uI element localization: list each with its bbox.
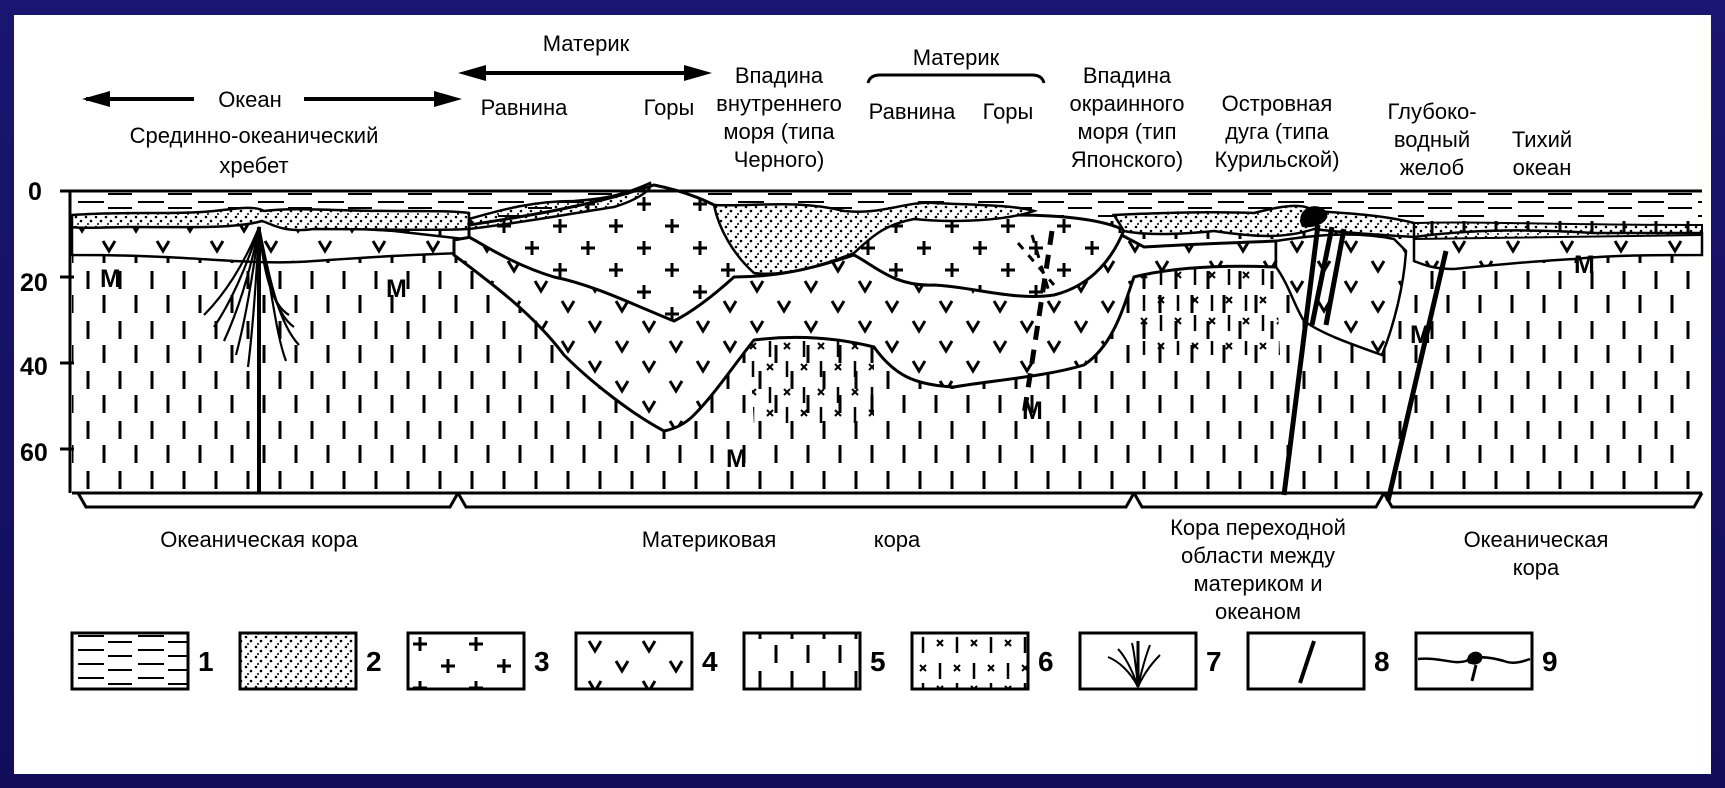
legend-item-1: 1 (72, 633, 214, 689)
legend: 1 2 3 4 5 6 (72, 633, 1558, 689)
depth-tick-40: 40 (20, 353, 48, 381)
label-oceanic-crust-right-1: Океаническая (1464, 527, 1609, 552)
moho-label-5: М (1410, 321, 1431, 349)
crust-brackets (78, 493, 1702, 507)
label-trench-3: желоб (1400, 155, 1464, 180)
label-ridge-2: хребет (219, 153, 288, 178)
legend-item-6: 6 (912, 633, 1054, 689)
depth-tick-60: 60 (20, 439, 48, 467)
svg-text:8: 8 (1374, 646, 1390, 677)
depth-tick-0: 0 (28, 178, 42, 206)
thinned-crust-texture (749, 337, 874, 425)
label-continental-crust-a: Материковая (642, 527, 777, 552)
legend-item-2: 2 (240, 633, 382, 689)
transitional-crust-texture (1134, 266, 1280, 355)
label-continent-2: Материк (913, 45, 1000, 70)
sediments-right (1414, 222, 1702, 239)
moho-label-2: М (386, 275, 407, 303)
label-inland-sea-3: моря (типа (723, 119, 835, 144)
label-island-arc-2: дуга (типа (1225, 119, 1329, 144)
label-mountains-1: Горы (644, 95, 695, 120)
label-continent-1: Материк (543, 31, 630, 56)
moho-label-3: М (726, 445, 747, 473)
label-ocean: Океан (218, 87, 282, 112)
crust-cross-section-diagram: Океан Срединно-океанический хребет Матер… (14, 15, 1711, 774)
label-marginal-sea-4: Японского) (1071, 147, 1183, 172)
continent-2-bracket (868, 75, 1044, 83)
label-continental-crust-b: кора (874, 527, 921, 552)
continent-arrow (458, 65, 712, 81)
top-labels: Океан Срединно-океанический хребет Матер… (82, 31, 1572, 180)
svg-text:2: 2 (366, 646, 382, 677)
svg-text:9: 9 (1542, 646, 1558, 677)
label-inland-sea-4: Черного) (734, 147, 825, 172)
svg-text:3: 3 (534, 646, 550, 677)
label-transitional-1: Кора переходной (1170, 515, 1346, 540)
label-plain-2: Равнина (869, 99, 956, 124)
label-transitional-4: океаном (1215, 599, 1301, 624)
svg-text:7: 7 (1206, 646, 1222, 677)
cross-section: М М М М М М (72, 183, 1702, 501)
label-island-arc-1: Островная (1222, 91, 1333, 116)
legend-item-3: 3 (408, 633, 550, 689)
svg-text:1: 1 (198, 646, 214, 677)
svg-text:6: 6 (1038, 646, 1054, 677)
depth-axis: 0 20 40 60 (20, 178, 74, 493)
label-ridge-1: Срединно-океанический (130, 123, 379, 148)
label-island-arc-3: Курильской) (1214, 147, 1339, 172)
label-mountains-2: Горы (983, 99, 1034, 124)
label-oceanic-crust-right-2: кора (1513, 555, 1560, 580)
label-transitional-3: материком и (1193, 571, 1322, 596)
depth-tick-20: 20 (20, 269, 48, 297)
moho-label-4: М (1022, 397, 1043, 425)
label-pacific-1: Тихий (1512, 127, 1572, 152)
label-trench-2: водный (1394, 127, 1470, 152)
legend-item-7: 7 (1080, 633, 1222, 689)
label-inland-sea-2: внутреннего (716, 91, 842, 116)
legend-item-4: 4 (576, 633, 718, 689)
label-marginal-sea-3: моря (тип (1078, 119, 1177, 144)
label-marginal-sea-2: окраинного (1070, 91, 1185, 116)
label-pacific-2: океан (1513, 155, 1572, 180)
legend-item-9: 9 (1416, 633, 1558, 689)
legend-item-8: 8 (1248, 633, 1390, 689)
label-trench-1: Глубоко- (1387, 99, 1476, 124)
label-oceanic-crust-left: Океаническая кора (160, 527, 358, 552)
svg-text:4: 4 (702, 646, 718, 677)
label-transitional-2: области между (1181, 543, 1335, 568)
moho-label-6: М (1574, 251, 1595, 279)
legend-item-5: 5 (744, 633, 886, 689)
label-plain-1: Равнина (481, 95, 568, 120)
label-marginal-sea-1: Впадина (1083, 63, 1172, 88)
svg-text:5: 5 (870, 646, 886, 677)
label-inland-sea-1: Впадина (735, 63, 824, 88)
moho-label-1: М (100, 265, 121, 293)
